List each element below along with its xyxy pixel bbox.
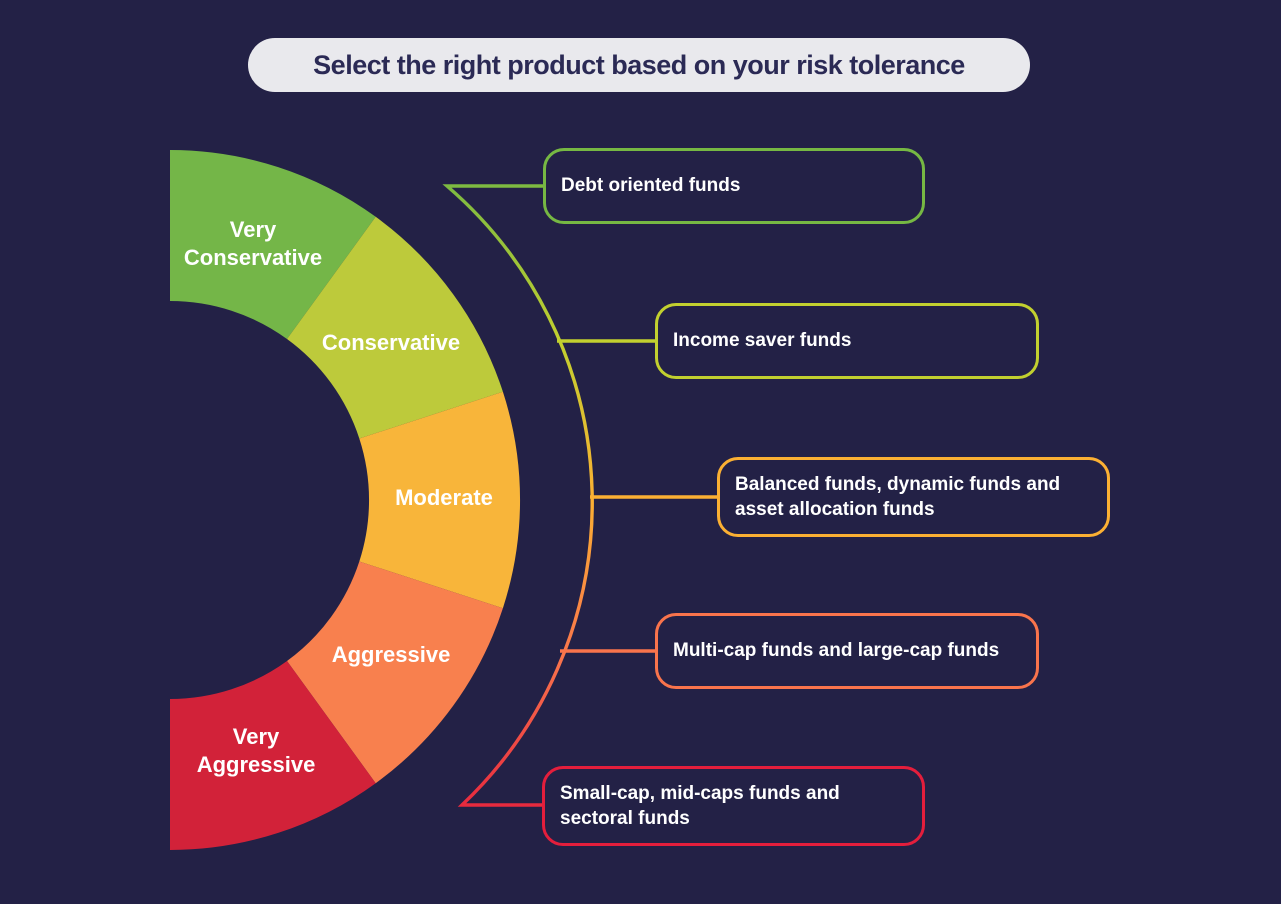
gauge-segment-2: [359, 391, 521, 609]
gauge-segment-4: [170, 661, 376, 850]
segment-label-aggressive: Aggressive: [331, 641, 451, 667]
gauge-segment-1: [287, 216, 503, 439]
fund-box-label: Small-cap, mid-caps funds and sectoral f…: [560, 782, 840, 829]
segment-label-very-aggressive: Very Aggressive: [196, 723, 316, 777]
segment-label-moderate: Moderate: [395, 484, 493, 510]
fund-box-balanced-dynamic-asset-allocation-funds: Balanced funds, dynamic funds and asset …: [717, 457, 1110, 537]
gauge-segment-0: [170, 150, 376, 339]
fund-box-label: Income saver funds: [673, 330, 852, 352]
segment-label-conservative: Conservative: [321, 329, 461, 355]
title-banner: Select the right product based on your r…: [248, 38, 1030, 92]
fund-box-label: Debt oriented funds: [561, 175, 741, 197]
connector-bracket: [442, 184, 594, 807]
fund-box-small-cap-mid-cap-sectoral-funds: Small-cap, mid-caps funds and sectoral f…: [542, 766, 925, 846]
page-title: Select the right product based on your r…: [313, 49, 965, 80]
fund-box-debt-oriented-funds: Debt oriented funds: [543, 148, 925, 224]
fund-box-label: Balanced funds, dynamic funds and asset …: [735, 473, 1061, 520]
segment-label-very-conservative: Very Conservative: [183, 216, 323, 270]
fund-box-income-saver-funds: Income saver funds: [655, 303, 1039, 379]
fund-box-multi-cap-large-cap-funds: Multi-cap funds and large-cap funds: [655, 613, 1039, 689]
gauge-segment-3: [287, 561, 503, 784]
fund-box-label: Multi-cap funds and large-cap funds: [673, 640, 1000, 662]
